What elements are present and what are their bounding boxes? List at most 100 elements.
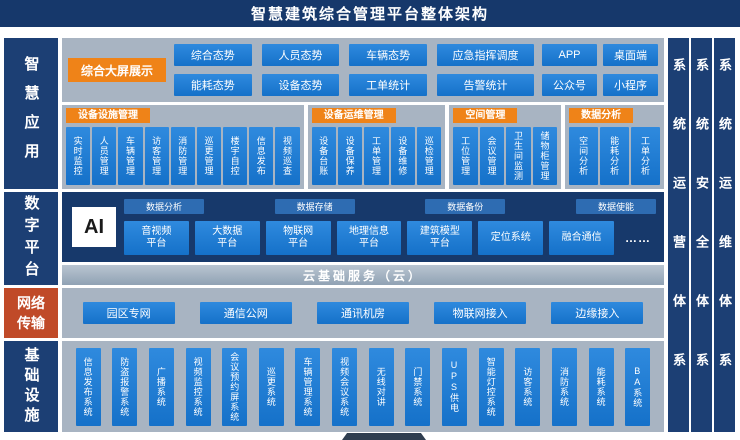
situation-button[interactable]: 应急指挥调度	[436, 44, 534, 66]
group-buttons: 工位管理会议管理卫生间监测储物柜管理	[453, 127, 558, 186]
digital-platform-panel: AI 数据分析 数据存储 数据备份 数据使能 音视频 平台大数据 平台物联网 平台地理…	[62, 192, 664, 262]
page-title: 智慧建筑综合管理平台整体架构	[0, 0, 740, 27]
infra-system-button[interactable]: 门禁系统	[405, 347, 431, 426]
module-button[interactable]: 楼宇自控	[223, 127, 248, 185]
network-panel: 园区专网 通信公网 通讯机房 物联网接入 边缘接入	[62, 288, 664, 338]
group-device-facility-management: 设备设施管理 实时监控人员管理车辆管理访客管理消防管理巡更管理楼宇自控信息发布视…	[62, 105, 304, 189]
situation-button[interactable]: 车辆态势	[349, 44, 427, 66]
module-button[interactable]: 访客管理	[144, 127, 169, 185]
module-button[interactable]: 能耗分析	[600, 127, 630, 185]
client-button[interactable]: 小程序	[603, 74, 658, 96]
platform-row: 音视频 平台大数据 平台物联网 平台地理信息 平台建筑模型 平台定位系统融合通信…	[124, 221, 656, 255]
module-button[interactable]: 设备维修	[390, 127, 416, 185]
group-header: 空间管理	[453, 108, 518, 123]
data-service-button[interactable]: 数据使能	[575, 199, 656, 214]
data-service-button[interactable]: 数据存储	[274, 199, 355, 214]
module-button[interactable]: 巡更管理	[196, 127, 222, 185]
platform-button[interactable]: 物联网 平台	[265, 221, 331, 255]
right-bar-maintenance-system: 系统运维体系	[714, 38, 735, 432]
network-button[interactable]: 边缘接入	[551, 302, 644, 324]
network-button[interactable]: 通讯机房	[316, 302, 409, 324]
module-button[interactable]: 车辆管理	[118, 127, 143, 185]
module-button[interactable]: 空间分析	[569, 127, 599, 185]
infra-system-button[interactable]: 视频监控系统	[185, 347, 211, 426]
data-service-button[interactable]: 数据分析	[124, 199, 204, 214]
sidebar-infrastructure: 基础设施	[4, 341, 58, 432]
module-button[interactable]: 实时监控	[66, 127, 91, 185]
group-buttons: 空间分析能耗分析工单分析	[569, 127, 661, 186]
platform-buttons: 音视频 平台大数据 平台物联网 平台地理信息 平台建筑模型 平台定位系统融合通信	[124, 221, 615, 255]
client-button[interactable]: APP	[542, 44, 597, 66]
group-data-analysis: 数据分析 空间分析能耗分析工单分析	[565, 105, 664, 189]
sidebar-digital-platform: 数字平台	[4, 192, 58, 285]
network-button[interactable]: 通信公网	[199, 302, 292, 324]
client-button[interactable]: 桌面端	[603, 44, 658, 66]
client-button-grid: APP 桌面端公众号小程序	[542, 44, 658, 96]
infra-system-button[interactable]: BA系统	[625, 347, 651, 426]
infra-system-button[interactable]: 防盗报警系统	[112, 347, 138, 426]
situation-button-grid: 综合态势人员态势车辆态势应急指挥调度能耗态势设备态势工单统计告警统计	[174, 44, 534, 96]
module-button[interactable]: 工位管理	[453, 127, 478, 185]
data-service-row: 数据分析 数据存储 数据备份 数据使能	[124, 199, 656, 214]
right-bar-operation-system: 系统运营体系	[668, 38, 689, 432]
module-button[interactable]: 设备保养	[337, 127, 363, 185]
infra-system-button[interactable]: 消防系统	[551, 347, 577, 426]
platform-button[interactable]: 建筑模型 平台	[407, 221, 473, 255]
situation-button[interactable]: 告警统计	[436, 74, 534, 96]
infra-system-button[interactable]: 车辆管理系统	[295, 347, 321, 426]
big-screen-label: 综合大屏展示	[68, 58, 166, 82]
module-button[interactable]: 设备台账	[311, 127, 336, 185]
situation-button[interactable]: 能耗态势	[174, 74, 252, 96]
platform-button[interactable]: 融合通信	[549, 221, 615, 255]
sidebar-network-transmission: 网络 传输	[4, 288, 58, 338]
infra-system-button[interactable]: 信息发布系统	[75, 347, 101, 426]
platform-button[interactable]: 大数据 平台	[194, 221, 260, 255]
platform-button[interactable]: 音视频 平台	[124, 221, 189, 255]
module-button[interactable]: 卫生间监测	[506, 127, 531, 185]
infra-system-button[interactable]: UPS供电	[442, 347, 468, 426]
infra-system-button[interactable]: 会议预约屏系统	[222, 347, 248, 426]
module-button[interactable]: 巡检管理	[417, 127, 442, 185]
cloud-service-banner: 云基础服务（云）	[62, 265, 664, 285]
situation-button[interactable]: 人员态势	[261, 44, 340, 66]
module-button[interactable]: 信息发布	[249, 127, 274, 185]
infra-system-button[interactable]: 智能灯控系统	[478, 347, 504, 426]
group-buttons: 实时监控人员管理车辆管理访客管理消防管理巡更管理楼宇自控信息发布视频巡查	[66, 127, 300, 186]
situation-button[interactable]: 综合态势	[174, 44, 252, 66]
right-bar-security-system: 系统安全体系	[691, 38, 712, 432]
group-buttons: 设备台账设备保养工单管理设备维修巡检管理	[311, 127, 442, 186]
module-button[interactable]: 工单分析	[631, 127, 661, 185]
infra-system-button[interactable]: 广播系统	[148, 347, 174, 426]
infra-system-button[interactable]: 巡更系统	[258, 347, 284, 426]
group-header: 设备设施管理	[66, 108, 150, 123]
management-groups: 设备设施管理 实时监控人员管理车辆管理访客管理消防管理巡更管理楼宇自控信息发布视…	[62, 105, 664, 189]
group-space-management: 空间管理 工位管理会议管理卫生间监测储物柜管理	[449, 105, 562, 189]
situation-button[interactable]: 工单统计	[349, 74, 427, 96]
module-button[interactable]: 视频巡查	[275, 127, 300, 185]
group-device-maintenance-management: 设备运维管理 设备台账设备保养工单管理设备维修巡检管理	[307, 105, 446, 189]
infra-system-button[interactable]: 能耗系统	[588, 347, 614, 426]
infra-system-button[interactable]: 访客系统	[515, 347, 541, 426]
group-header: 数据分析	[569, 108, 634, 123]
client-button[interactable]: 公众号	[542, 74, 597, 96]
big-screen-panel: 综合大屏展示 综合态势人员态势车辆态势应急指挥调度能耗态势设备态势工单统计告警统…	[62, 38, 664, 102]
platform-button[interactable]: 定位系统	[478, 221, 544, 255]
infra-system-button[interactable]: 视频会议系统	[332, 347, 358, 426]
module-button[interactable]: 储物柜管理	[532, 127, 558, 185]
platform-button[interactable]: 地理信息 平台	[336, 221, 402, 255]
module-button[interactable]: 人员管理	[92, 127, 117, 185]
ai-box: AI	[72, 207, 116, 247]
situation-button[interactable]: 设备态势	[261, 74, 340, 96]
network-button[interactable]: 园区专网	[82, 302, 175, 324]
more-ellipsis: ……	[625, 231, 651, 245]
bottom-notch	[342, 433, 426, 440]
data-service-button[interactable]: 数据备份	[425, 199, 506, 214]
module-button[interactable]: 消防管理	[170, 127, 195, 185]
sidebar-smart-application: 智慧应用	[4, 38, 58, 189]
group-header: 设备运维管理	[311, 108, 396, 123]
infra-system-button[interactable]: 无线对讲	[368, 347, 394, 426]
module-button[interactable]: 工单管理	[364, 127, 389, 185]
module-button[interactable]: 会议管理	[479, 127, 505, 185]
network-button[interactable]: 物联网接入	[434, 302, 527, 324]
